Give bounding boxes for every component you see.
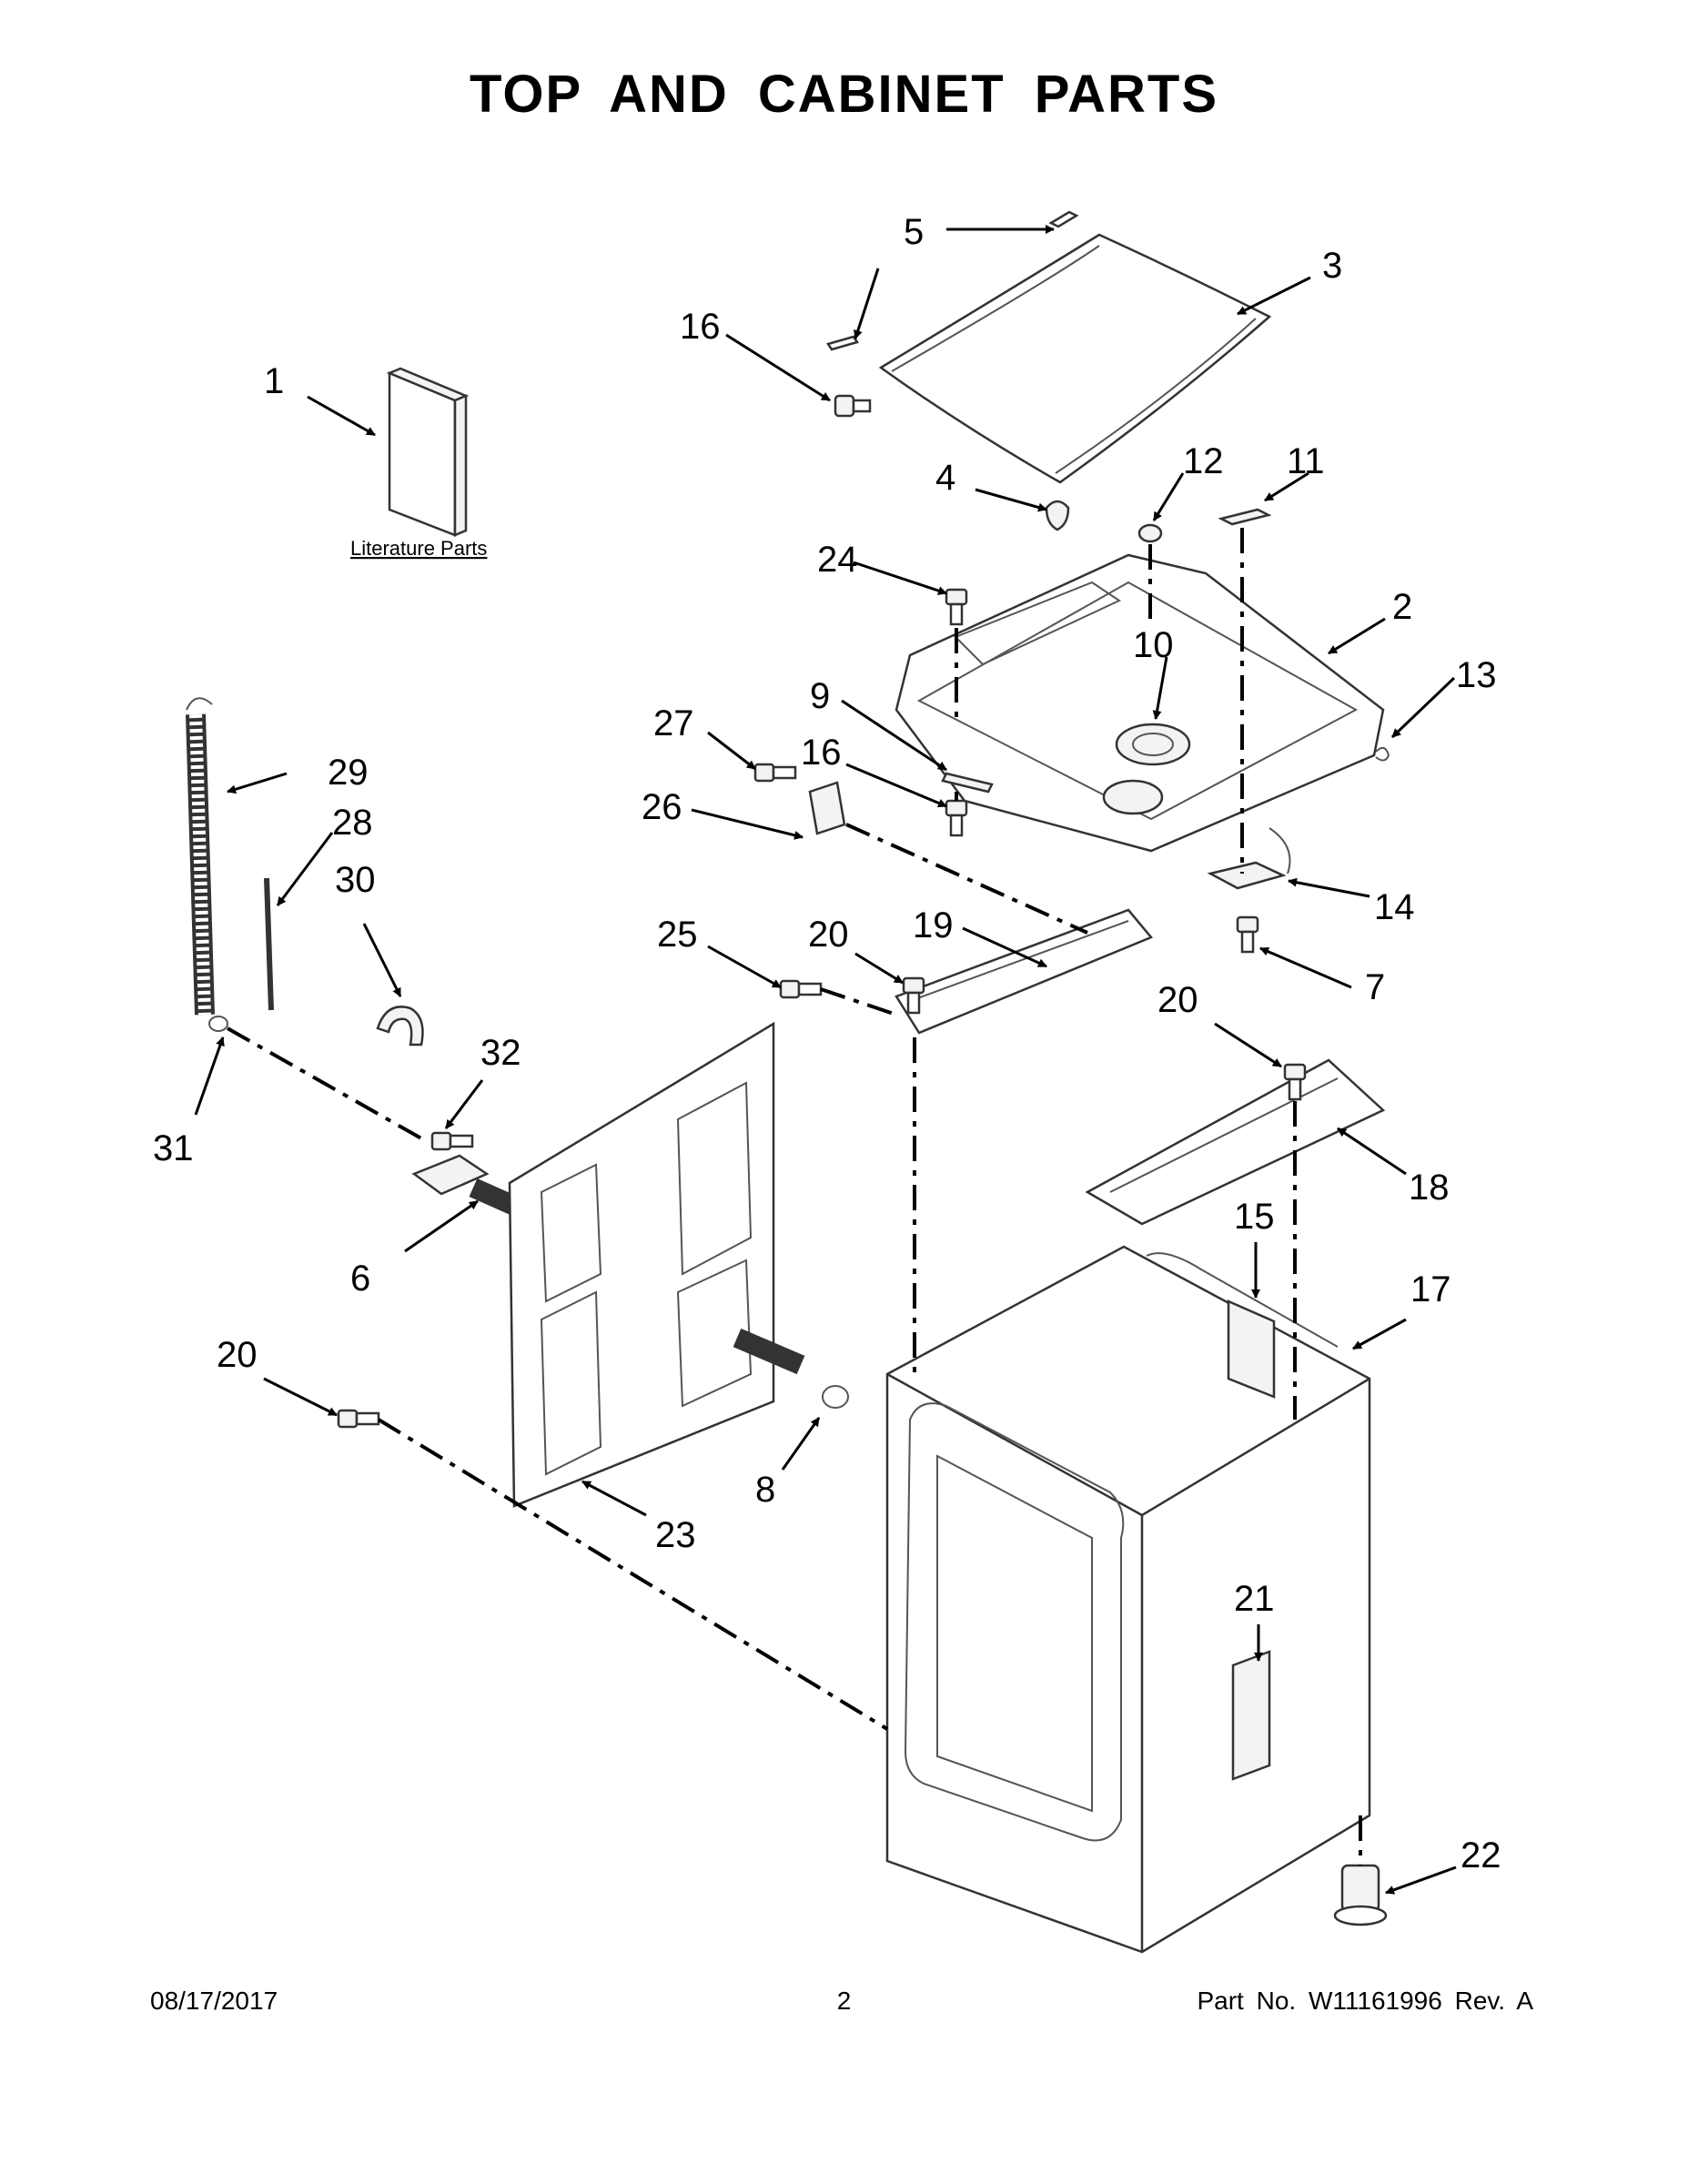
callout-30: 30 — [335, 860, 376, 900]
part-29-drain-hose — [186, 697, 215, 1016]
callout-5: 5 — [904, 212, 924, 252]
callout-18: 18 — [1409, 1168, 1450, 1208]
literature-parts-label: Literature Parts — [350, 537, 487, 560]
page-title: TOP AND CABINET PARTS — [469, 65, 1219, 124]
callout-24: 24 — [817, 540, 858, 580]
part-19-front-bracket — [895, 908, 1154, 1035]
part-22-leveling-leg — [1333, 1864, 1388, 1926]
part-28-tie-strap — [264, 877, 274, 1011]
callout-3: 3 — [1322, 246, 1342, 286]
part-12-grommet — [1137, 523, 1163, 543]
part-30-hose-form — [376, 1006, 424, 1046]
part-14-lid-switch — [1207, 827, 1291, 890]
callout-labels: 1 2 3 4 5 6 7 8 9 10 11 12 13 14 15 16 1… — [153, 212, 1501, 1876]
callout-27: 27 — [653, 703, 694, 743]
part-6-inlet-hose — [411, 1154, 519, 1216]
callout-17: 17 — [1410, 1269, 1451, 1309]
part-17-cabinet — [885, 1245, 1371, 1954]
part-20-screw-c — [337, 1409, 380, 1429]
callout-21: 21 — [1234, 1579, 1275, 1619]
part-16-screw-mid — [945, 799, 968, 837]
part-31-clamp — [208, 1016, 228, 1032]
part-21-label — [1231, 1650, 1271, 1781]
callout-16a: 16 — [680, 307, 721, 347]
part-20-screw-a — [902, 976, 925, 1015]
callout-8: 8 — [755, 1470, 775, 1510]
callout-25: 25 — [657, 915, 698, 955]
callout-15: 15 — [1234, 1197, 1275, 1237]
callout-20b: 20 — [1157, 980, 1198, 1020]
callout-20c: 20 — [217, 1335, 258, 1375]
part-8-clamp — [822, 1385, 849, 1409]
part-4-bumper — [1045, 500, 1070, 531]
callout-16b: 16 — [801, 733, 842, 773]
callout-23: 23 — [655, 1515, 696, 1555]
callout-26: 26 — [642, 787, 682, 827]
part-26-clip — [808, 781, 846, 835]
callout-9: 9 — [810, 676, 830, 716]
leader-arrows — [194, 225, 1457, 1895]
callout-12: 12 — [1183, 441, 1224, 481]
callout-1: 1 — [264, 361, 284, 401]
part-27-screw — [753, 763, 797, 783]
callout-22: 22 — [1461, 1835, 1501, 1876]
part-2-top-panel — [895, 553, 1385, 853]
part-13-clip — [1375, 746, 1390, 762]
part-3-lid — [878, 233, 1272, 484]
part-5-hinge — [826, 210, 1079, 351]
footer-part-number: Part No. W11161996 Rev. A — [1197, 1987, 1533, 2015]
part-23-rear-panel — [508, 1021, 805, 1508]
callout-2: 2 — [1392, 587, 1412, 627]
part-7-screw — [1236, 915, 1259, 954]
part-11-lid-lock-cover — [1218, 508, 1272, 526]
part-15-label — [1227, 1299, 1276, 1399]
callout-28: 28 — [332, 803, 373, 843]
footer-date: 08/17/2017 — [150, 1987, 278, 2015]
callout-31: 31 — [153, 1128, 194, 1168]
callout-10: 10 — [1133, 625, 1174, 665]
callout-11: 11 — [1287, 441, 1325, 481]
callout-6: 6 — [350, 1259, 370, 1299]
callout-4: 4 — [935, 458, 955, 498]
part-16-screw-top — [834, 394, 872, 418]
footer-page-number: 2 — [836, 1987, 852, 2015]
part-32-screw — [430, 1131, 474, 1151]
callout-7: 7 — [1365, 967, 1385, 1007]
callout-14: 14 — [1374, 887, 1415, 927]
callout-20a: 20 — [808, 915, 849, 955]
assembly-lines — [227, 528, 1362, 1866]
part-24-screw — [945, 588, 968, 626]
callout-13: 13 — [1456, 655, 1497, 695]
callout-32: 32 — [480, 1033, 521, 1073]
callout-19: 19 — [913, 905, 954, 945]
part-9-bracket — [941, 772, 994, 794]
part-25-screw — [779, 979, 823, 999]
part-1-literature: Literature Parts — [350, 367, 487, 560]
part-20-screw-b — [1283, 1063, 1307, 1101]
callout-29: 29 — [328, 753, 369, 793]
